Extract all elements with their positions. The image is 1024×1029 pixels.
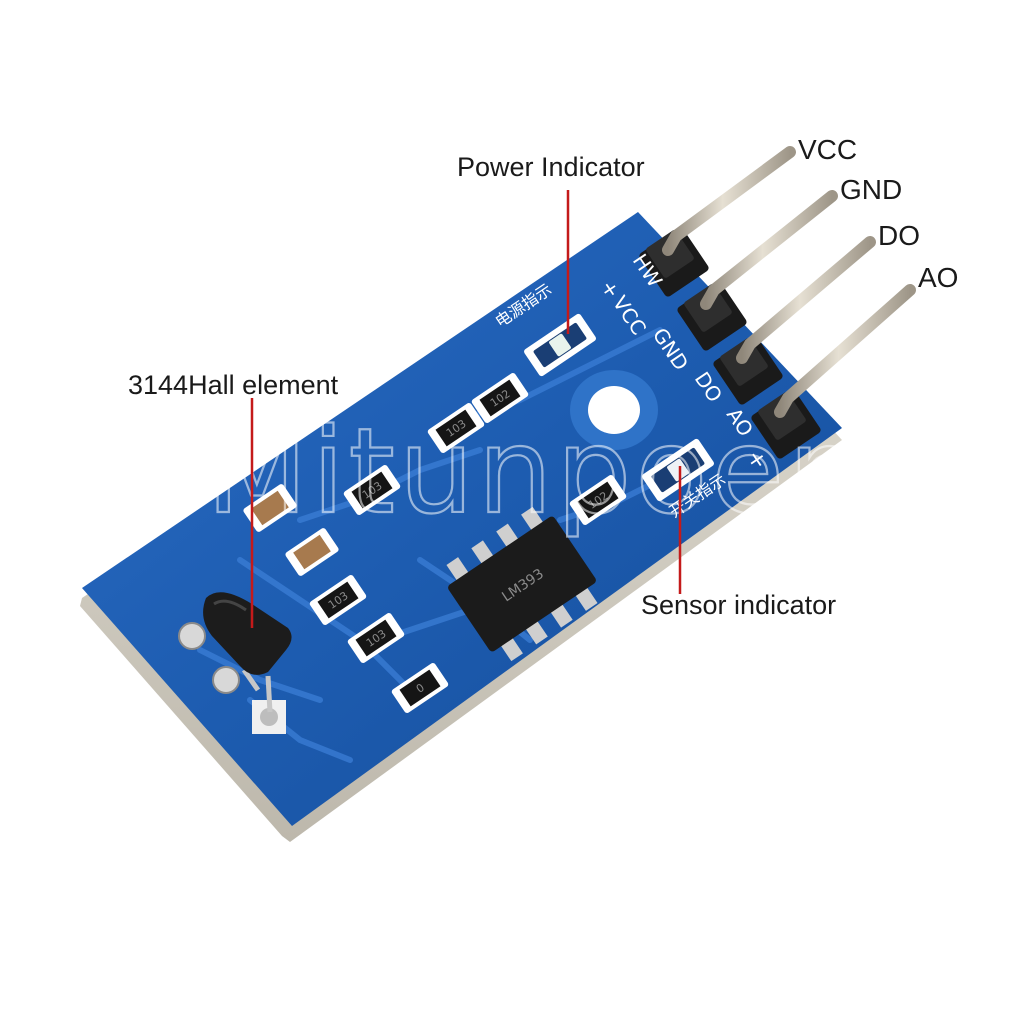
pin-label-gnd: GND [840,174,903,205]
leader-lines [250,190,682,628]
hall-sensor-3144 [178,592,292,734]
resistor-r2: 103 [427,403,485,453]
pin-ao [774,284,916,418]
power-led [524,313,596,377]
sensor-indicator-label: Sensor indicator [641,590,837,620]
hall-element-label: 3144Hall element [128,370,339,400]
resistor-r5: 102 [569,475,627,525]
pin-do [736,236,876,364]
pin-label-ao: AO [918,262,959,293]
power-indicator-label: Power Indicator [457,152,645,182]
comparator-chip: LM393 [446,506,598,662]
resistor-r3: 103 [343,465,401,515]
capacitor-c2 [285,528,339,576]
header-pins [662,146,916,418]
resistor-r6: 103 [347,613,405,663]
resistor-r4: 103 [309,575,367,625]
pin-header [639,227,821,459]
mounting-hole [570,370,658,450]
pin-vcc [662,146,796,256]
pin-label-vcc: VCC [798,134,858,165]
resistor-r8: 0 [391,663,449,713]
sensor-led [642,438,714,502]
pin-label-do: DO [878,220,920,251]
pcb-board [82,212,842,826]
pin-gnd [700,190,838,310]
resistor-r1: 102 [471,373,529,423]
capacitor-c1 [243,484,297,532]
watermark: Mitunpoem [206,402,907,540]
